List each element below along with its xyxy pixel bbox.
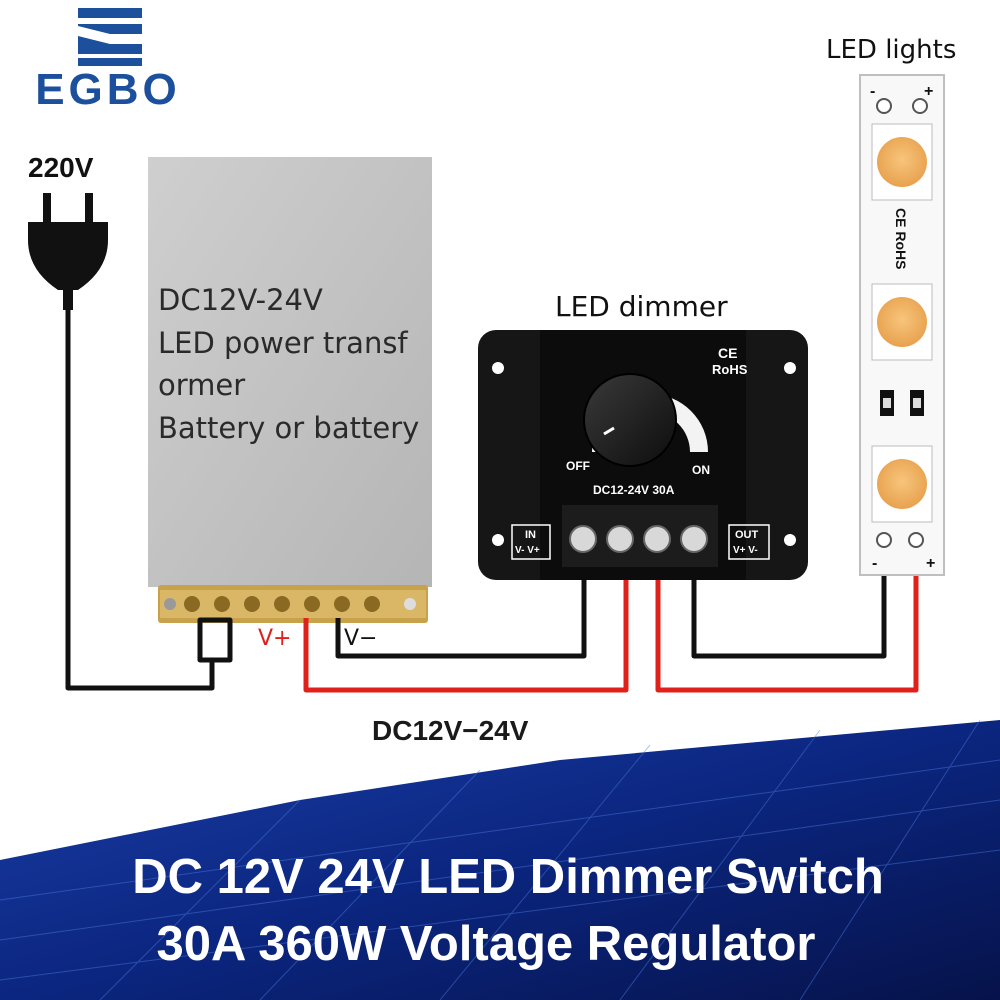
mount-hole-br <box>784 534 796 546</box>
led-strip-title: LED lights <box>826 35 956 65</box>
banner-line-1: DC 12V 24V LED Dimmer Switch <box>132 850 884 904</box>
mount-hole-tl <box>492 362 504 374</box>
led-chip-2 <box>871 283 933 361</box>
pad-top-plus <box>912 98 928 114</box>
dimmer-in-pins: V- V+ <box>515 545 540 556</box>
power-supply: DC12V-24V LED power transf ormer Battery… <box>148 157 432 651</box>
led-strip-top-minus: - <box>870 83 875 100</box>
ps-vplus-label: V+ <box>258 626 291 651</box>
ps-terminal-screws <box>164 596 416 612</box>
dimmer-rohs-mark: RoHS <box>712 362 748 377</box>
led-resistors <box>880 390 924 416</box>
banner-background <box>0 719 1000 1000</box>
dimmer-ce-mark: CE <box>718 345 737 361</box>
dimmer-title: LED dimmer <box>555 290 728 323</box>
dimmer-off-label: OFF <box>566 459 590 473</box>
led-strip: LED lights - + CE RoHS - + <box>826 35 956 576</box>
dimmer-terminal-screws <box>569 525 708 553</box>
ps-line-4: Battery or battery <box>158 411 419 445</box>
mount-hole-tr <box>784 362 796 374</box>
led-strip-bottom-minus: - <box>872 555 877 572</box>
dimmer-rating: DC12-24V 30A <box>593 483 675 497</box>
led-dimmer: LED dimmer CE RoHS OFF ON DC12-24V 30A I… <box>478 290 808 580</box>
wire-voltage-label: DC12V−24V <box>372 715 529 746</box>
wires <box>65 308 919 693</box>
led-strip-cert: CE RoHS <box>893 208 909 269</box>
led-chip-3 <box>871 445 933 523</box>
pad-bottom-minus <box>876 532 892 548</box>
led-chip-1 <box>871 123 933 201</box>
power-plug: 220V <box>28 152 108 310</box>
wire-out-black <box>691 548 887 659</box>
dimmer-knob-pointer <box>603 426 615 436</box>
wire-vplus-red <box>303 548 629 693</box>
dimmer-in-label: IN <box>525 529 536 541</box>
dimmer-out-label: OUT <box>735 529 759 541</box>
wire-plug-loop <box>197 617 233 663</box>
plug-voltage-label: 220V <box>28 152 94 183</box>
ps-line-3: ormer <box>158 368 245 402</box>
dimmer-knob[interactable] <box>583 373 677 467</box>
dimmer-out-pins: V+ V- <box>733 545 758 556</box>
wire-plug-line <box>65 308 215 691</box>
banner-line-2: 30A 360W Voltage Regulator <box>157 917 816 971</box>
pad-top-minus <box>876 98 892 114</box>
egbo-logo: EGBO <box>35 8 181 114</box>
wire-out-red <box>655 548 919 693</box>
led-strip-bottom-plus: + <box>926 555 935 572</box>
mount-hole-bl <box>492 534 504 546</box>
led-strip-top-plus: + <box>924 83 933 100</box>
ps-vminus-label: V− <box>344 626 377 651</box>
pad-bottom-plus <box>908 532 924 548</box>
ps-line-1: DC12V-24V <box>158 283 323 317</box>
brand-name: EGBO <box>35 65 181 114</box>
ps-line-2: LED power transf <box>158 326 408 360</box>
dimmer-on-label: ON <box>692 463 710 477</box>
wire-vminus-black <box>335 548 587 659</box>
